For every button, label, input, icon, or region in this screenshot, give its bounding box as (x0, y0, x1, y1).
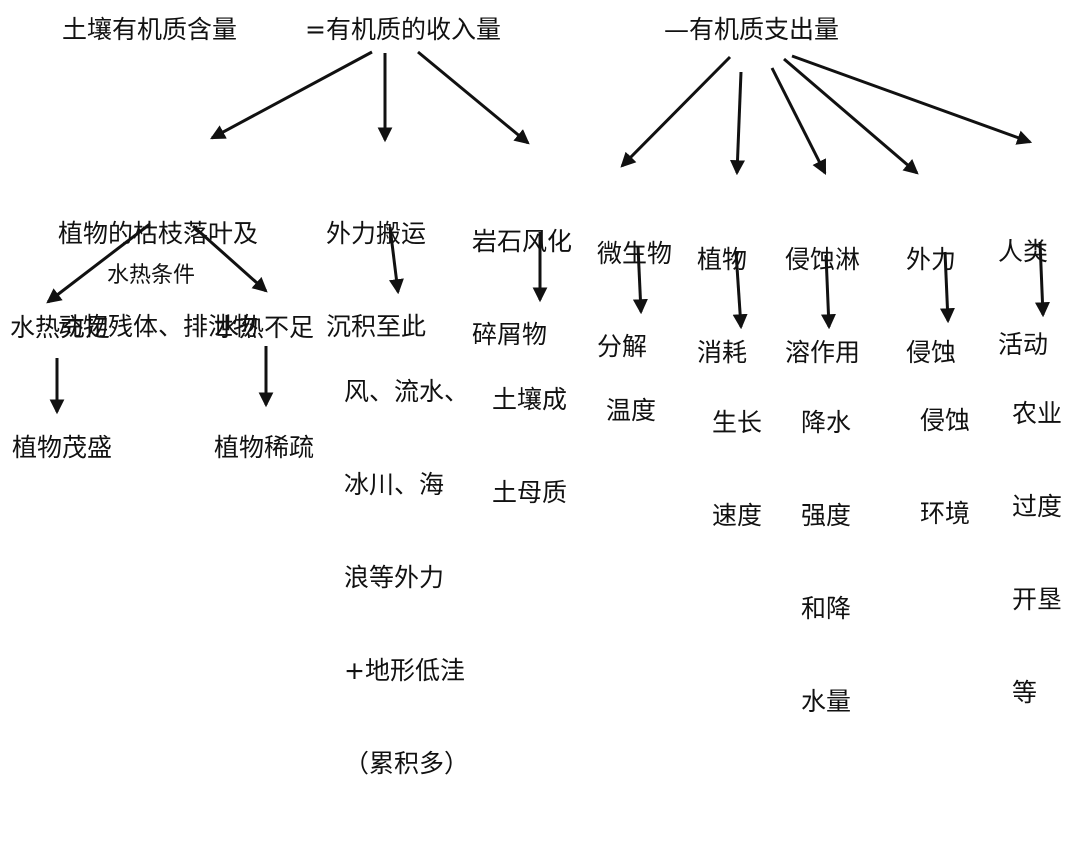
text-line: 浪等外力 (344, 563, 445, 592)
arrow-transport-to-detail (388, 226, 404, 295)
expense-external-erosion: 外力 侵蚀 (906, 182, 956, 430)
text-line: 碎屑物 (472, 320, 548, 349)
text-line: 外力 (906, 245, 957, 274)
text-line: 风、流水、 (344, 377, 470, 406)
water-heat-sufficient: 水热充足 (10, 313, 111, 342)
expense-microbial-decomposition: 微生物 分解 (597, 176, 672, 424)
plants-sparse: 植物稀疏 (214, 433, 315, 462)
arrow-plants-to-insufficient (192, 224, 268, 293)
source-rock-weathering: 岩石风化 碎屑物 (472, 164, 572, 412)
text-line: 植物的枯枝落叶及 (58, 219, 259, 248)
text-line: 植物 (697, 245, 748, 274)
text-line: 侵蚀 (920, 406, 971, 435)
text-line: 温度 (606, 396, 657, 425)
soil-organic-matter-diagram: 土壤有机质含量 =有机质的收入量 —有机质支出量 植物的枯枝落叶及 动物残体、排… (10, 15, 1062, 778)
arrow-income-to-plants (210, 50, 373, 140)
text-line: 生长 (712, 408, 763, 437)
text-line: 人类 (998, 237, 1049, 266)
organic-matter-income-label: =有机质的收入量 (305, 15, 501, 44)
source-plant-animal-residue: 植物的枯枝落叶及 动物残体、排泄物 (58, 156, 258, 404)
text-line: 降水 (801, 408, 852, 437)
text-line: 土壤成 (492, 385, 568, 414)
text-line: 溶作用 (785, 338, 861, 367)
arrow-microbe-to-temperature (632, 246, 648, 315)
factor-growth-rate: 生长 速度 (712, 345, 762, 593)
arrow-expense-to-erosion-leach (770, 67, 827, 176)
transport-detail: 风、流水、 冰川、海 浪等外力 +地形低洼 （累积多） (344, 314, 469, 841)
text-line: 动物残体、排泄物 (58, 312, 259, 341)
arrow-income-to-weathering (417, 50, 530, 145)
arrow-layer (46, 50, 1050, 415)
text-line: 沉积至此 (326, 312, 427, 341)
source-external-transport: 外力搬运 沉积至此 (326, 156, 426, 404)
factor-precipitation: 降水 强度 和降 水量 (801, 345, 851, 779)
arrow-plant-use-to-growth (732, 251, 748, 330)
factor-temperature: 温度 (606, 333, 656, 488)
arrow-plants-to-sufficient (46, 222, 151, 304)
arrow-external-erosion-to-environment (939, 251, 955, 324)
text-line: 消耗 (697, 338, 748, 367)
text-line: 土母质 (492, 478, 568, 507)
expense-plant-consumption: 植物 消耗 (697, 182, 747, 430)
arrow-expense-to-plant-use (730, 71, 745, 176)
text-line: 农业 (1012, 399, 1063, 428)
factor-erosion-environment: 侵蚀 环境 (920, 343, 970, 591)
text-line: 强度 (801, 501, 852, 530)
organic-matter-expense-label: —有机质支出量 (664, 15, 840, 44)
text-line: 速度 (712, 501, 763, 530)
text-line: 水量 (801, 687, 852, 716)
text-line: （累积多） (344, 749, 470, 778)
text-line: +地形低洼 (344, 656, 465, 685)
arrow-human-to-overcultivation (1034, 241, 1050, 318)
total-soil-organic-matter-label: 土壤有机质含量 (62, 15, 238, 44)
text-line: 侵蚀淋 (785, 245, 861, 274)
plants-lush: 植物茂盛 (12, 433, 113, 462)
factor-overcultivation: 农业 过度 开垦 等 (1012, 336, 1062, 770)
expense-erosion-leaching: 侵蚀淋 溶作用 (785, 182, 860, 430)
expense-human-activity: 人类 活动 (998, 174, 1048, 422)
text-line: 和降 (801, 594, 852, 623)
text-line: 冰川、海 (344, 470, 445, 499)
text-line: 等 (1012, 678, 1038, 707)
text-line: 微生物 (597, 239, 673, 268)
text-line: 开垦 (1012, 585, 1063, 614)
text-line: 活动 (998, 330, 1049, 359)
text-line: 分解 (597, 332, 648, 361)
arrow-erosion-leach-to-precipitation (820, 254, 836, 330)
text-line: 环境 (920, 499, 971, 528)
weathering-detail: 土壤成 土母质 (492, 322, 567, 570)
water-heat-insufficient: 水热不足 (214, 313, 315, 342)
arrow-expense-to-human (791, 54, 1033, 145)
arrow-expense-to-microbe (620, 55, 732, 168)
text-line: 侵蚀 (906, 338, 957, 367)
text-line: 外力搬运 (326, 219, 427, 248)
water-heat-condition-label: 水热条件 (107, 263, 196, 288)
text-line: 岩石风化 (472, 227, 573, 256)
text-line: 过度 (1012, 492, 1063, 521)
arrow-expense-to-external-erosion (783, 57, 919, 175)
